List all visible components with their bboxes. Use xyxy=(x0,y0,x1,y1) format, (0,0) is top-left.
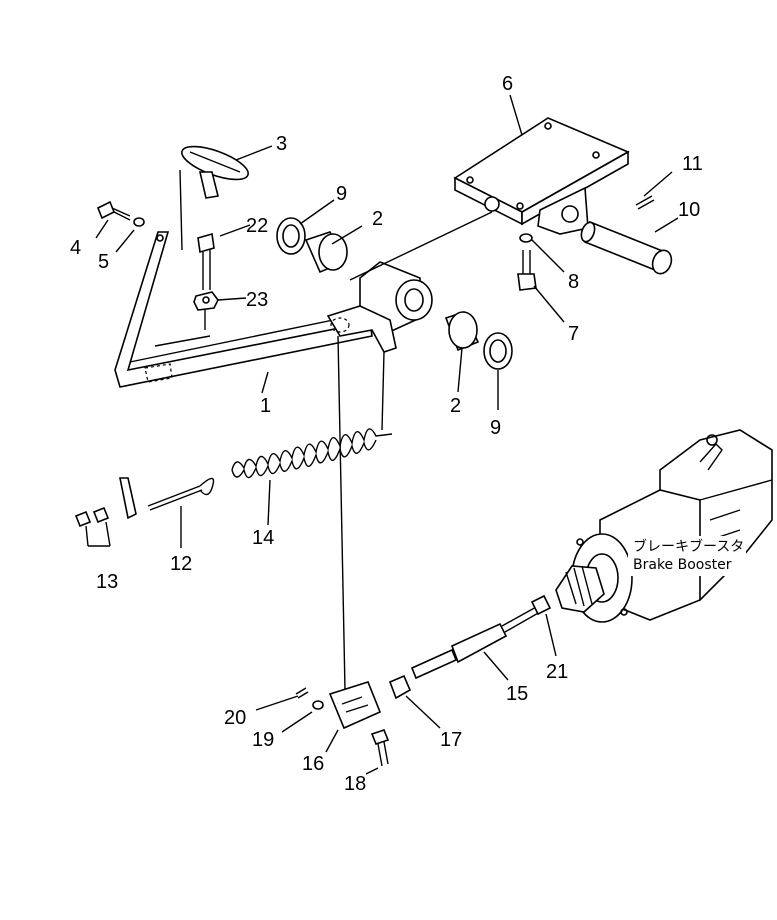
pedal-pad xyxy=(179,145,249,251)
callout-18: 18 xyxy=(344,773,366,795)
callout-11: 11 xyxy=(682,153,703,175)
pedal-hub xyxy=(326,261,433,691)
callout-numbers: 1 2 2 3 4 5 6 7 8 9 9 10 11 12 13 14 15 … xyxy=(70,73,703,795)
small-fasteners xyxy=(96,200,537,330)
booster-label-jp: ブレーキブースタ xyxy=(633,538,744,555)
callout-22: 22 xyxy=(246,215,268,237)
callout-20: 20 xyxy=(224,707,246,729)
callout-2-lower: 2 xyxy=(450,395,461,417)
callout-6: 6 xyxy=(502,73,513,95)
callout-4: 4 xyxy=(70,237,81,259)
callout-21: 21 xyxy=(546,661,568,683)
callout-13: 13 xyxy=(96,571,118,593)
callout-17: 17 xyxy=(440,729,462,751)
callout-12: 12 xyxy=(170,553,192,575)
callout-19: 19 xyxy=(252,729,274,751)
callout-9: 9 xyxy=(336,183,347,205)
callout-16: 16 xyxy=(302,753,324,775)
callout-7: 7 xyxy=(568,323,579,345)
brake-booster xyxy=(555,429,773,623)
bracket xyxy=(349,117,630,281)
callout-10: 10 xyxy=(678,199,700,221)
callout-23: 23 xyxy=(246,289,268,311)
pin xyxy=(580,195,673,275)
leader-lines xyxy=(95,94,679,775)
callout-5: 5 xyxy=(98,251,109,273)
callout-14: 14 xyxy=(252,527,274,549)
callout-1: 1 xyxy=(260,395,271,417)
booster-label-en: Brake Booster xyxy=(633,557,732,573)
callout-8: 8 xyxy=(568,271,579,293)
callout-3: 3 xyxy=(276,133,287,155)
spring-assembly xyxy=(74,428,393,547)
callout-9-lower: 9 xyxy=(490,417,501,439)
push-rod-assembly xyxy=(295,594,552,767)
callout-15: 15 xyxy=(506,683,528,705)
callout-2: 2 xyxy=(372,208,383,230)
bushings xyxy=(276,217,513,370)
